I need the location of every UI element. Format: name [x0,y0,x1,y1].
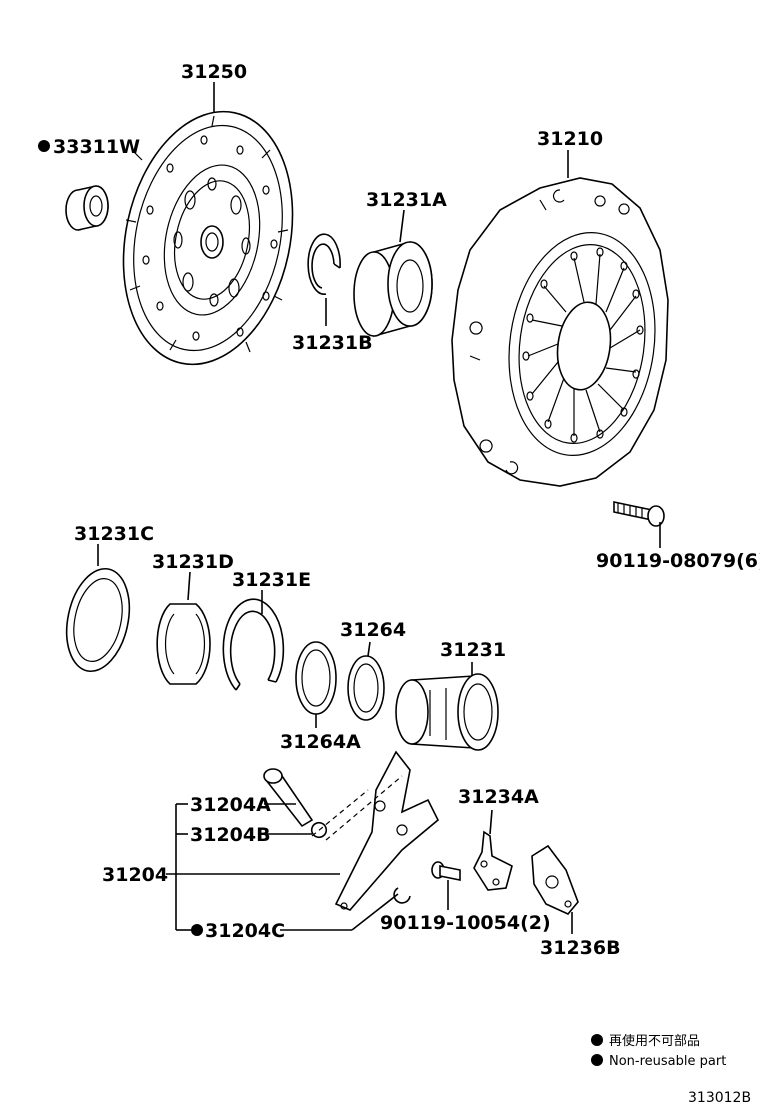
label-31231B: 31231B [292,332,373,354]
ring-31264 [347,655,385,721]
legend-bullet-icon [591,1054,603,1066]
bolt-90119-08079 [613,501,665,527]
release-bearing-31231A [353,241,433,338]
label-31231E: 31231E [232,569,311,591]
hub-31231 [395,673,499,751]
ring-31264A [295,641,337,715]
label-31264: 31264 [340,619,406,641]
label-31204C: 31204C [205,920,285,942]
legend-english: Non-reusable part [609,1054,726,1069]
ring-31231E [222,598,285,691]
pilot-bearing-33311W [65,185,109,231]
label-90119-08079: 90119-08079(6) [596,550,760,572]
label-31231A: 31231A [366,189,447,211]
legend: 再使用不可部品 Non-reusable part [591,1033,726,1069]
label-31231D: 31231D [152,551,234,573]
clip-31231D [156,603,211,685]
clip-31231B [307,233,341,295]
clutch-cover-31210 [451,177,669,487]
label-31250: 31250 [181,61,247,83]
label-31234A: 31234A [458,786,539,808]
label-31210: 31210 [537,128,603,150]
release-fork-31204 [263,750,439,911]
spring-31234A [473,830,513,891]
label-31204A: 31204A [190,794,271,816]
label-31204B: 31204B [190,824,271,846]
seal-31231C [65,567,131,673]
bolt-90119-10054 [431,861,461,881]
non-reusable-marker-31204C [191,924,203,936]
label-90119-10054: 90119-10054(2) [380,912,551,934]
leader-lines [97,82,661,934]
clutch-disc-31250 [122,110,294,366]
legend-bullet-icon [591,1034,603,1046]
non-reusable-marker-33311W [38,140,50,152]
label-31204: 31204 [102,864,168,886]
label-31236B: 31236B [540,937,621,959]
label-31231C: 31231C [74,523,154,545]
label-31264A: 31264A [280,731,361,753]
label-31231: 31231 [440,639,506,661]
label-33311W: 33311W [53,136,140,158]
pivot-31236B [531,844,579,915]
figure-code: 313012B [688,1090,751,1106]
legend-japanese: 再使用不可部品 [609,1033,700,1049]
